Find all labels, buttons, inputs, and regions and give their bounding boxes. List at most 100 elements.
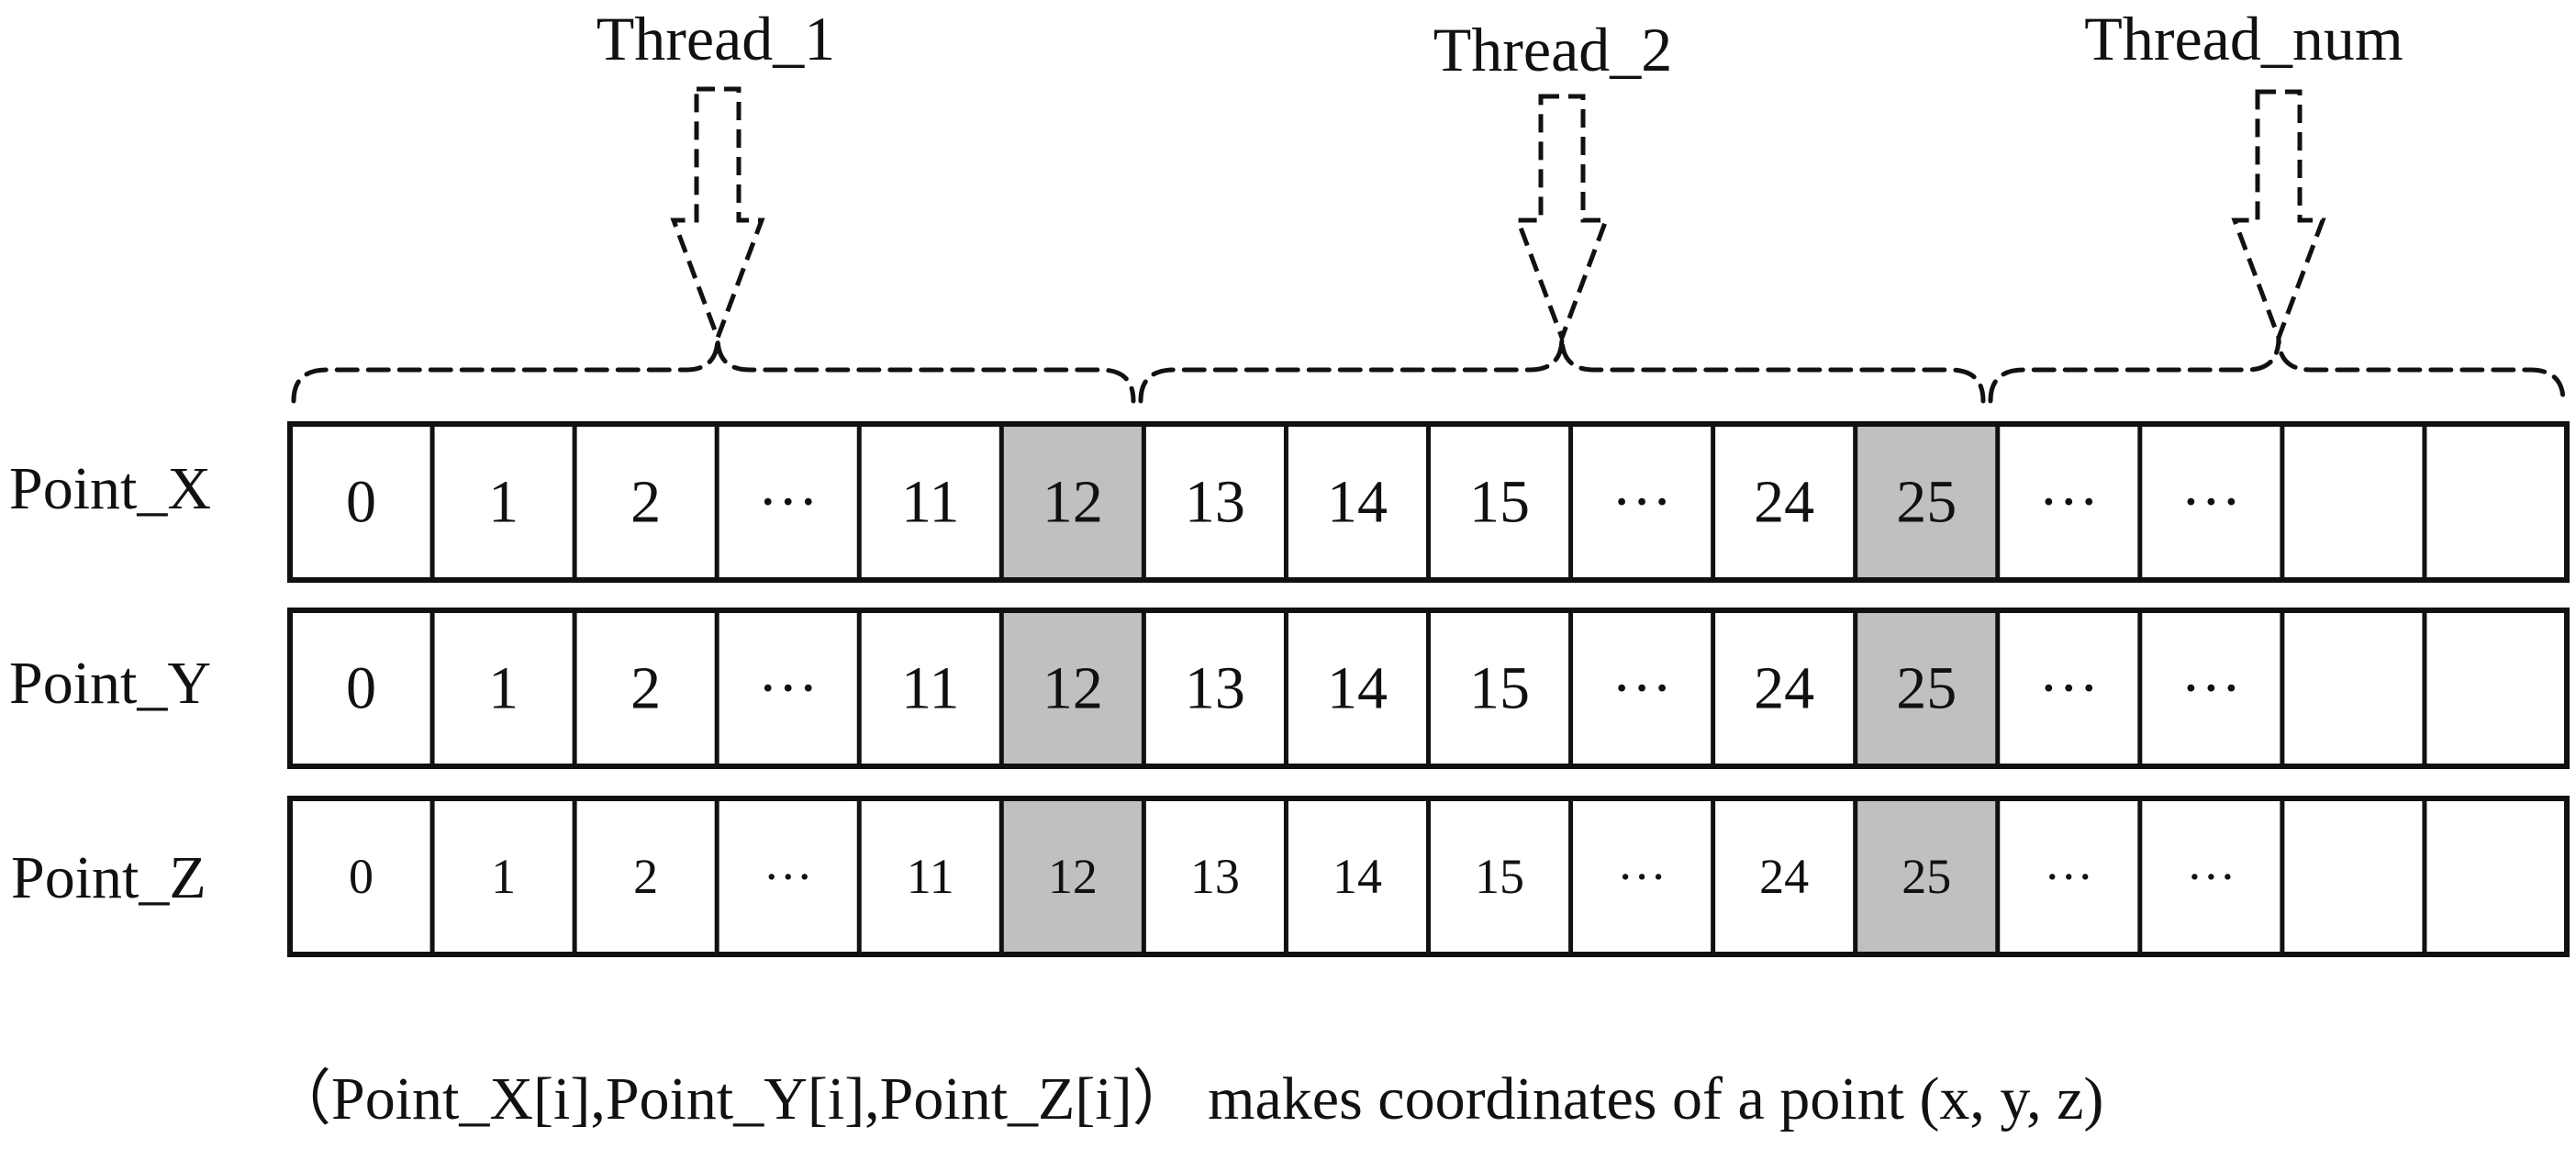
thread-brace-1 xyxy=(291,337,1136,404)
array-cell xyxy=(574,424,718,580)
thread-brace-2 xyxy=(1138,337,1986,404)
array-cell-highlighted xyxy=(1001,424,1144,580)
cell-label: ··· xyxy=(2180,469,2241,536)
array-cell xyxy=(1712,610,1856,766)
array-cell xyxy=(1428,798,1571,954)
cell-label: 2 xyxy=(633,849,658,904)
cell-label: 1 xyxy=(488,655,519,722)
cell-label: 2 xyxy=(630,469,661,536)
array-cell xyxy=(1428,610,1571,766)
array-cell xyxy=(2281,424,2425,580)
array-cell xyxy=(1997,798,2140,954)
array-cell xyxy=(1143,798,1287,954)
cell-label: 14 xyxy=(1333,849,1382,904)
array-cell xyxy=(717,424,860,580)
cell-label: 12 xyxy=(1048,849,1098,904)
array-cell xyxy=(2281,610,2425,766)
cell-label: 11 xyxy=(907,849,954,904)
cell-label: 1 xyxy=(491,849,516,904)
array-cell xyxy=(2424,798,2567,954)
array-cell xyxy=(432,610,575,766)
thread-label-num: Thread_num xyxy=(2084,4,2403,73)
cell-label: ··· xyxy=(764,849,813,904)
cell-label: 15 xyxy=(1469,469,1530,536)
cell-label: ··· xyxy=(758,655,819,722)
array-cell xyxy=(1570,798,1713,954)
array-cell xyxy=(2139,610,2282,766)
array-cell xyxy=(717,610,860,766)
thread-label-2: Thread_2 xyxy=(1433,15,1673,84)
cell-label: 13 xyxy=(1185,655,1245,722)
array-cell xyxy=(1143,610,1287,766)
array-cell xyxy=(2424,424,2567,580)
array-cell xyxy=(1997,610,2140,766)
array-cell xyxy=(290,424,433,580)
row-label-point-z: Point_Z xyxy=(11,844,206,911)
array-cell xyxy=(1143,424,1287,580)
down-arrow-icon-1 xyxy=(670,86,765,345)
array-cell xyxy=(859,798,1002,954)
array-cell xyxy=(1286,424,1429,580)
array-cell xyxy=(859,424,1002,580)
cell-label: ··· xyxy=(1617,849,1667,904)
array-cell-highlighted xyxy=(1001,610,1144,766)
cell-label: ··· xyxy=(2038,655,2099,722)
cell-label: 25 xyxy=(1901,849,1951,904)
cell-label: ··· xyxy=(1611,655,1672,722)
down-arrow-icon-2 xyxy=(1514,94,1610,345)
cell-label: 0 xyxy=(346,469,376,536)
cell-label: ··· xyxy=(758,469,819,536)
cell-label: 15 xyxy=(1475,849,1524,904)
cell-label: 14 xyxy=(1327,655,1388,722)
array-cell-highlighted xyxy=(1855,610,1998,766)
array-cell xyxy=(432,798,575,954)
array-cell xyxy=(290,610,433,766)
array-cell-highlighted xyxy=(1855,424,1998,580)
thread-brace-3 xyxy=(1988,337,2566,404)
array-cell xyxy=(859,610,1002,766)
thread-label-1: Thread_1 xyxy=(596,4,836,73)
cell-label: 1 xyxy=(488,469,519,536)
cell-label: 13 xyxy=(1185,469,1245,536)
cell-label: 24 xyxy=(1754,655,1814,722)
array-cell xyxy=(2281,798,2425,954)
down-arrow-icon-3 xyxy=(2231,89,2326,345)
array-cell-highlighted xyxy=(1001,798,1144,954)
array-cell xyxy=(2424,610,2567,766)
cell-label: 25 xyxy=(1896,469,1957,536)
cell-label: 13 xyxy=(1190,849,1240,904)
array-cell xyxy=(574,798,718,954)
cell-label: ··· xyxy=(2038,469,2099,536)
array-cell xyxy=(2139,798,2282,954)
array-cell xyxy=(1286,610,1429,766)
array-cell xyxy=(574,610,718,766)
row-label-point-y: Point_Y xyxy=(9,650,212,717)
cell-label: 11 xyxy=(901,469,960,536)
cell-label: 25 xyxy=(1896,655,1957,722)
cell-label: ··· xyxy=(2186,849,2236,904)
array-cell xyxy=(2139,424,2282,580)
array-cell xyxy=(432,424,575,580)
cell-label: ··· xyxy=(2044,849,2093,904)
array-cell xyxy=(1997,424,2140,580)
array-cell xyxy=(290,798,433,954)
cell-label: 24 xyxy=(1759,849,1809,904)
array-cell xyxy=(717,798,860,954)
array-cell xyxy=(1712,798,1856,954)
cell-label: 12 xyxy=(1043,469,1103,536)
cell-label: 11 xyxy=(901,655,960,722)
cell-label: 24 xyxy=(1754,469,1814,536)
cell-label: 2 xyxy=(630,655,661,722)
array-cell xyxy=(1428,424,1571,580)
cell-label: 0 xyxy=(349,849,374,904)
diagram-caption: （Point_X[i],Point_Y[i],Point_Z[i]） makes… xyxy=(271,1065,2104,1132)
cell-label: ··· xyxy=(2180,655,2241,722)
row-label-point-x: Point_X xyxy=(9,455,212,522)
array-cell xyxy=(1286,798,1429,954)
array-cell-highlighted xyxy=(1855,798,1998,954)
array-cell xyxy=(1570,610,1713,766)
